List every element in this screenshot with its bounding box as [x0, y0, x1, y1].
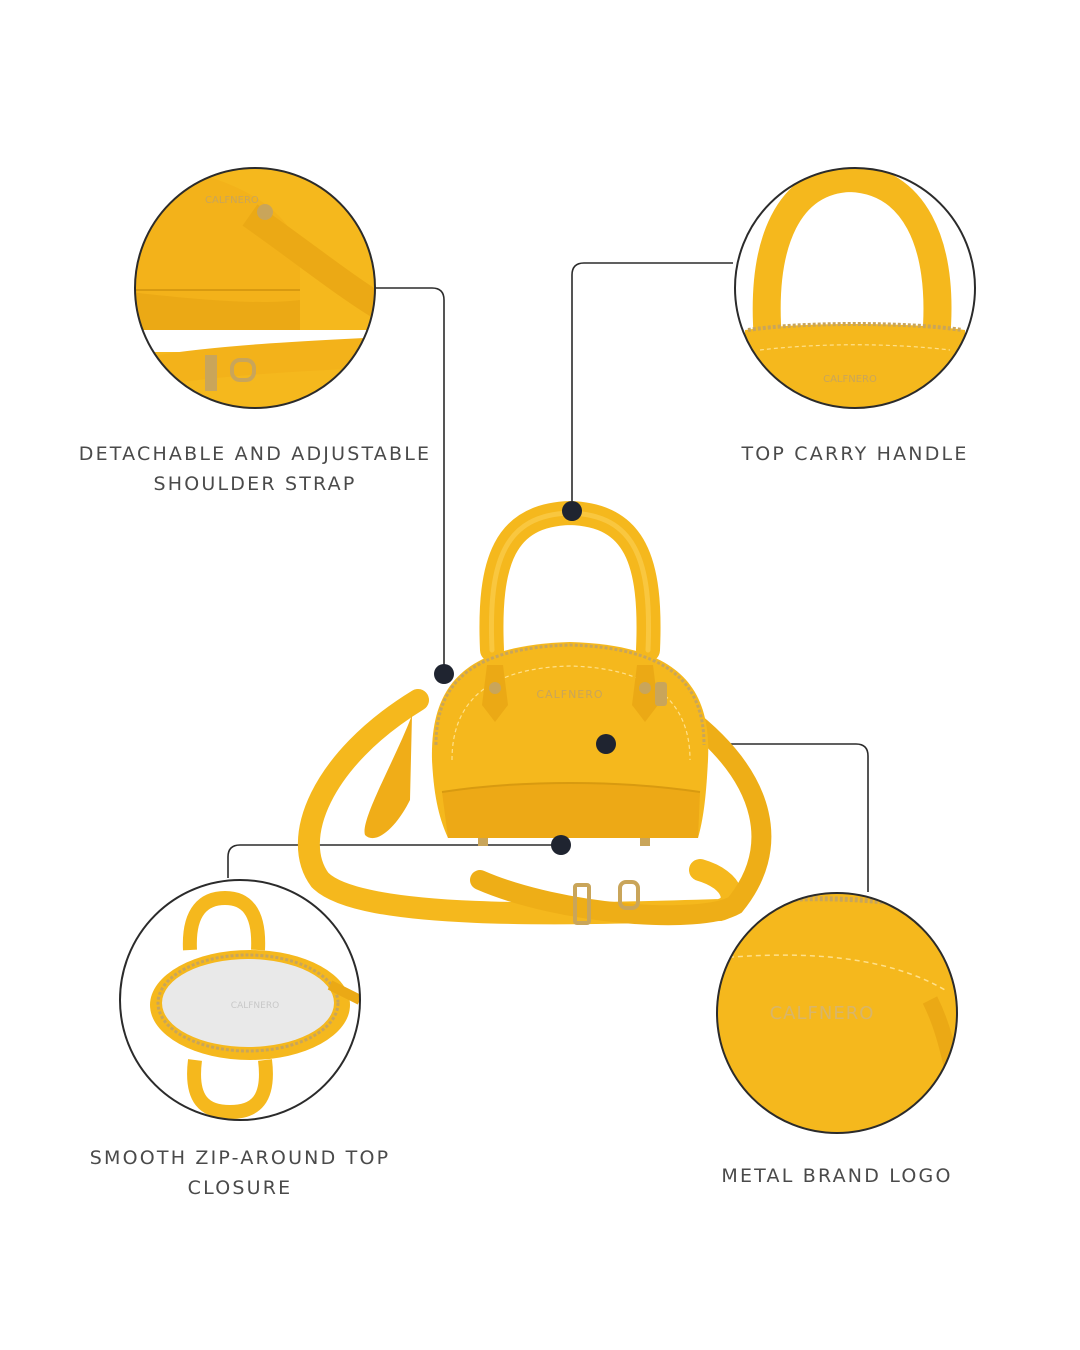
- bag-logo-text: CALFNERO: [536, 688, 603, 701]
- label-strap-line2: SHOULDER STRAP: [153, 473, 357, 495]
- label-zip: SMOOTH ZIP-AROUND TOP CLOSURE: [70, 1143, 410, 1203]
- label-handle: TOP CARRY HANDLE: [705, 439, 1005, 469]
- connector-handle: [571, 262, 733, 511]
- connector-zip: [227, 844, 561, 878]
- bag-illustration: CALFNERO: [297, 500, 772, 926]
- handle-detail-photo: CALFNERO: [734, 167, 976, 409]
- label-logo-line1: METAL BRAND LOGO: [721, 1165, 953, 1187]
- handle-logo-text: CALFNERO: [823, 374, 877, 385]
- interior-detail-photo: CALFNERO: [119, 879, 361, 1121]
- hotspot-strap: [434, 664, 454, 684]
- label-strap: DETACHABLE AND ADJUSTABLE SHOULDER STRAP: [70, 439, 440, 499]
- label-zip-line1: SMOOTH ZIP-AROUND TOP: [89, 1147, 391, 1169]
- label-logo: METAL BRAND LOGO: [692, 1161, 982, 1191]
- strap-detail-photo: CALFNERO: [134, 167, 376, 409]
- label-handle-line1: TOP CARRY HANDLE: [741, 443, 969, 465]
- hotspot-zip: [551, 835, 571, 855]
- hotspot-dots: [434, 501, 616, 855]
- strap-logo-text: CALFNERO: [205, 195, 259, 206]
- connector-lines: [227, 262, 869, 892]
- connector-strap: [375, 287, 445, 672]
- metal-logo-text: CALFNERO: [770, 1003, 875, 1024]
- label-zip-line2: CLOSURE: [187, 1177, 293, 1199]
- label-strap-line1: DETACHABLE AND ADJUSTABLE: [78, 443, 432, 465]
- hotspot-logo: [596, 734, 616, 754]
- lining-logo-text: CALFNERO: [231, 1001, 279, 1011]
- connector-logo: [606, 743, 869, 892]
- logo-detail-photo: CALFNERO: [716, 892, 958, 1134]
- hotspot-handle: [562, 501, 582, 521]
